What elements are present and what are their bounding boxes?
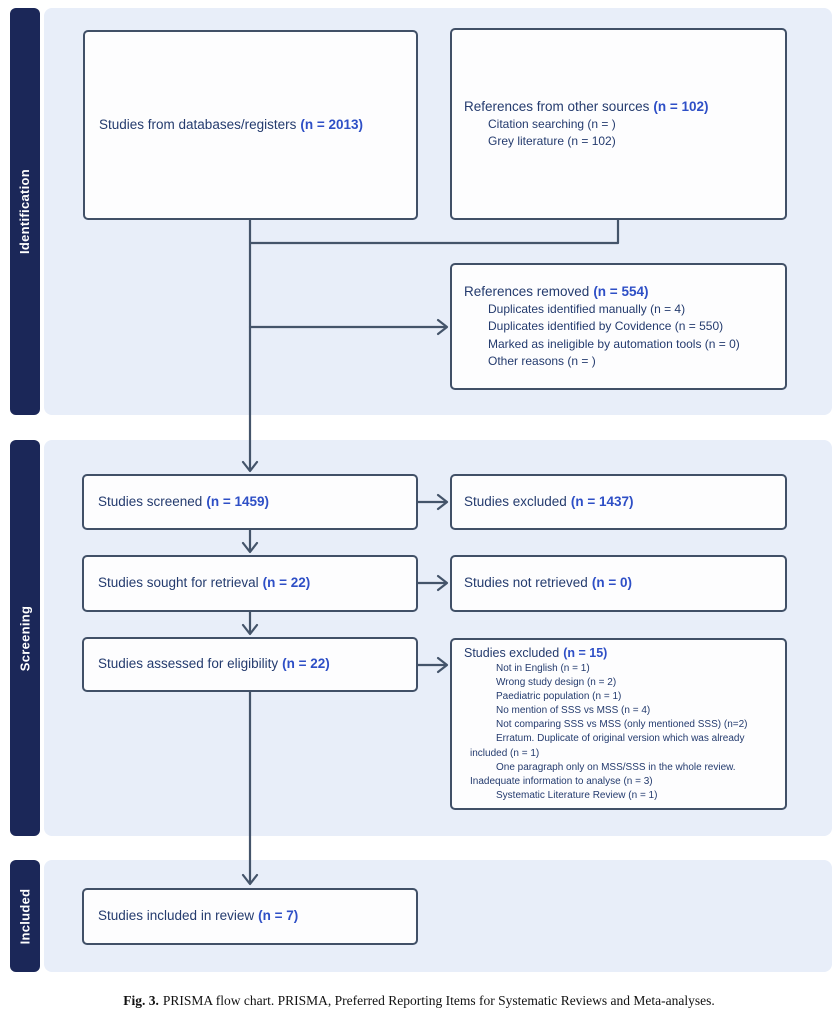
box-count: (n = 0): [591, 575, 632, 591]
box-count: (n = 22): [262, 575, 311, 591]
exclusion-reason: Paediatric population (n = 1): [496, 690, 622, 702]
box-studies-assessed-eligibility: Studies assessed for eligibility(n = 22): [82, 637, 418, 692]
box-heading: Studies screened(n = 1459): [98, 493, 408, 511]
box-heading: Studies included in review(n = 7): [98, 907, 408, 925]
exclusion-reason: Wrong study design (n = 2): [496, 676, 617, 688]
box-title: Studies screened: [98, 493, 203, 509]
box-title: References removed: [464, 283, 590, 299]
box-studies-included-review: Studies included in review(n = 7): [82, 888, 418, 945]
box-heading: References from other sources(n = 102): [464, 98, 777, 116]
exclusion-reason: Not in English (n = 1): [496, 662, 590, 674]
box-title: Studies included in review: [98, 908, 255, 924]
box-title: Studies from databases/registers: [99, 116, 297, 132]
screening-stage-label: Screening: [17, 605, 33, 671]
figure-caption-label: Fig. 3.: [123, 993, 159, 1008]
box-studies-from-databases: Studies from databases/registers(n = 201…: [83, 30, 418, 220]
box-sub-item: Marked as ineligible by automation tools…: [488, 336, 740, 351]
box-count: (n = 102): [653, 98, 709, 114]
box-sub-item: Duplicates identified by Covidence (n = …: [488, 319, 724, 334]
box-sub-item: Other reasons (n = ): [488, 354, 596, 368]
figure-caption: Fig. 3.PRISMA flow chart. PRISMA, Prefer…: [0, 993, 838, 1009]
box-references-removed: References removed(n = 554) Duplicates i…: [450, 263, 787, 390]
box-count: (n = 2013): [300, 116, 364, 132]
box-heading: Studies from databases/registers(n = 201…: [99, 116, 408, 134]
identification-stage-bar: Identification: [10, 8, 40, 415]
box-studies-screened: Studies screened(n = 1459): [82, 474, 418, 530]
box-count: (n = 15): [563, 645, 608, 660]
exclusion-reason: No mention of SSS vs MSS (n = 4): [496, 705, 651, 717]
figure-caption-text: PRISMA flow chart. PRISMA, Preferred Rep…: [162, 993, 715, 1008]
box-references-other-sources: References from other sources(n = 102) C…: [450, 28, 787, 220]
box-heading: Studies excluded(n = 1437): [464, 493, 777, 511]
box-studies-not-retrieved: Studies not retrieved(n = 0): [450, 555, 787, 612]
box-studies-excluded-eligibility: Studies excluded(n = 15) Not in English …: [450, 638, 787, 810]
box-count: (n = 7): [258, 908, 299, 924]
box-count: (n = 1459): [206, 493, 269, 509]
box-studies-sought-retrieval: Studies sought for retrieval(n = 22): [82, 555, 418, 612]
box-heading: Studies sought for retrieval(n = 22): [98, 574, 408, 592]
identification-stage-label: Identification: [17, 168, 33, 255]
box-heading: Studies assessed for eligibility(n = 22): [98, 655, 408, 673]
box-count: (n = 554): [593, 283, 649, 299]
box-sub-item: Duplicates identified manually (n = 4): [488, 301, 686, 316]
exclusion-reason: One paragraph only on MSS/SSS in the who…: [470, 761, 736, 787]
exclusion-reason: Not comparing SSS vs MSS (only mentioned…: [496, 719, 748, 731]
box-heading: Studies excluded(n = 15): [464, 645, 777, 662]
box-title: References from other sources: [464, 98, 650, 114]
included-stage-label: Included: [17, 888, 33, 944]
box-sub-item: Citation searching (n = ): [488, 116, 616, 131]
box-heading: References removed(n = 554): [464, 283, 777, 301]
screening-stage-bar: Screening: [10, 440, 40, 836]
exclusion-reason: Systematic Literature Review (n = 1): [496, 790, 658, 802]
box-studies-excluded-screening: Studies excluded(n = 1437): [450, 474, 787, 530]
box-sub-item: Grey literature (n = 102): [488, 134, 616, 149]
box-title: Studies excluded: [464, 645, 560, 660]
box-title: Studies assessed for eligibility: [98, 656, 279, 672]
included-stage-bar: Included: [10, 860, 40, 972]
box-count: (n = 22): [282, 656, 330, 672]
box-title: Studies sought for retrieval: [98, 575, 259, 591]
box-count: (n = 1437): [570, 493, 634, 509]
exclusion-reason: Erratum. Duplicate of original version w…: [470, 733, 745, 759]
box-heading: Studies not retrieved(n = 0): [464, 574, 777, 592]
box-title: Studies not retrieved: [464, 575, 588, 591]
box-title: Studies excluded: [464, 493, 567, 509]
